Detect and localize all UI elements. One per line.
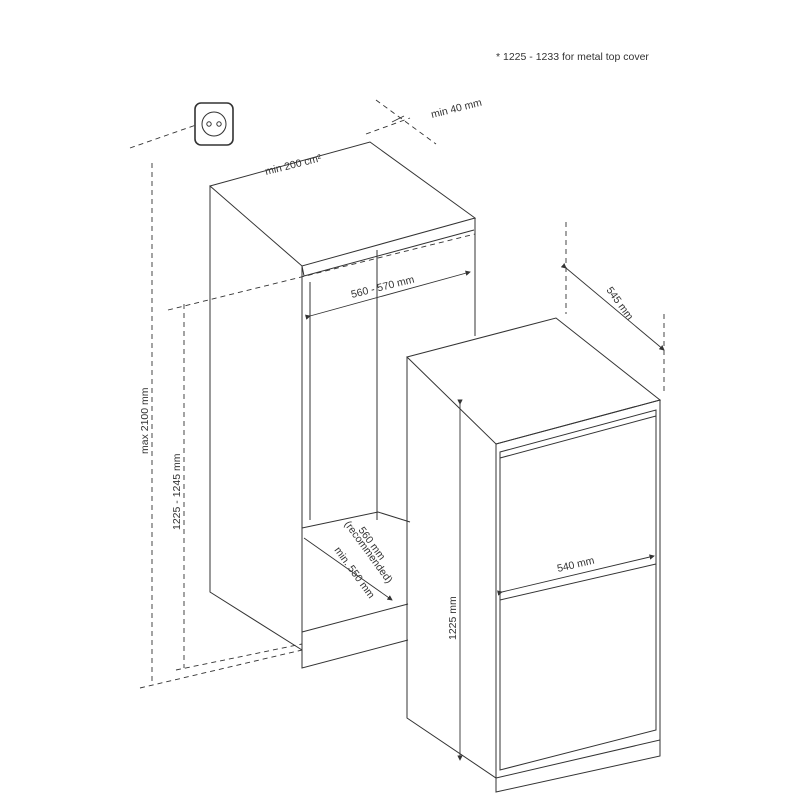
dim-max-height: max 2100 mm (129, 124, 303, 689)
power-socket-icon (194, 102, 234, 146)
label-niche-width: 560 - 570 mm (350, 274, 416, 301)
dim-appliance-width: 540 mm (496, 554, 655, 596)
top-cover-note: * 1225 - 1233 for metal top cover (496, 51, 649, 63)
label-max-height: max 2100 mm (139, 387, 151, 454)
label-niche-height: 1225 - 1245 mm (171, 453, 183, 530)
dim-niche-depth: 560 mm (recommended) min. 550 mm (303, 519, 395, 601)
dim-niche-height: 1225 - 1245 mm (167, 233, 476, 671)
label-appliance-height: 1225 mm (447, 596, 459, 640)
label-appliance-width: 540 mm (556, 555, 596, 575)
dim-appliance-height: 1225 mm (447, 399, 463, 761)
niche-cabinet (208, 141, 477, 669)
label-min-vent: min 40 mm (430, 97, 484, 121)
dim-min-vent: min 40 mm (365, 97, 484, 145)
label-min-area: min 200 cm² (264, 152, 323, 178)
dim-appliance-depth: 545 mm (560, 222, 665, 394)
dim-min-area: min 200 cm² (264, 152, 323, 178)
appliance-fridge (406, 317, 662, 793)
dim-niche-width: 560 - 570 mm (304, 270, 471, 320)
